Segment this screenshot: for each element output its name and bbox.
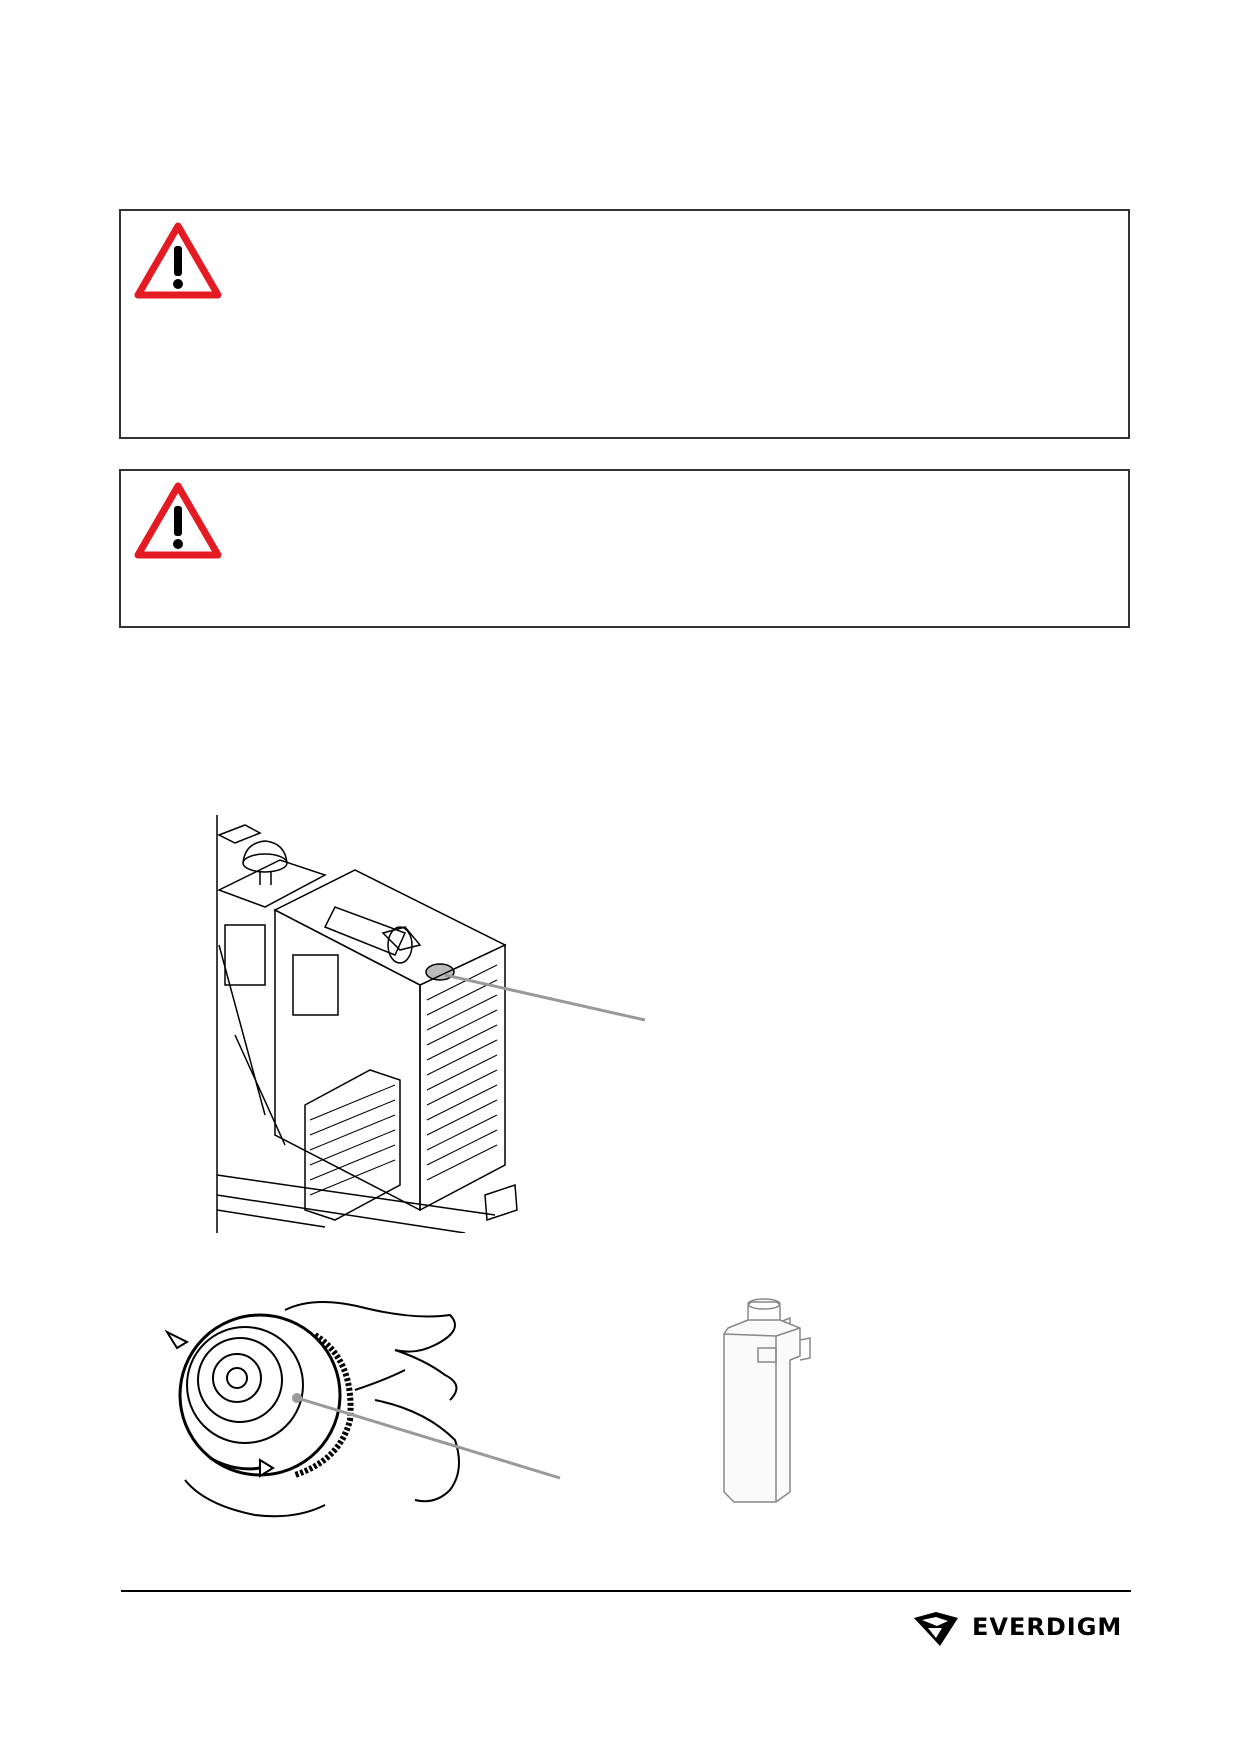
warning-triangle-icon: [134, 222, 222, 299]
filler-cap-illustration: [165, 1301, 561, 1518]
warning-box-2: [119, 469, 1130, 628]
everdigm-logo-icon: [914, 1612, 958, 1646]
everdigm-logo: EVERDIGM: [910, 1610, 1135, 1652]
engine-compartment-illustration: [216, 815, 646, 1233]
warning-triangle-icon: [134, 482, 222, 559]
brand-name: EVERDIGM: [972, 1613, 1123, 1641]
warning-box-1: [119, 209, 1130, 439]
footer-divider: [121, 1590, 1131, 1592]
coolant-tank-illustration: [723, 1298, 811, 1503]
